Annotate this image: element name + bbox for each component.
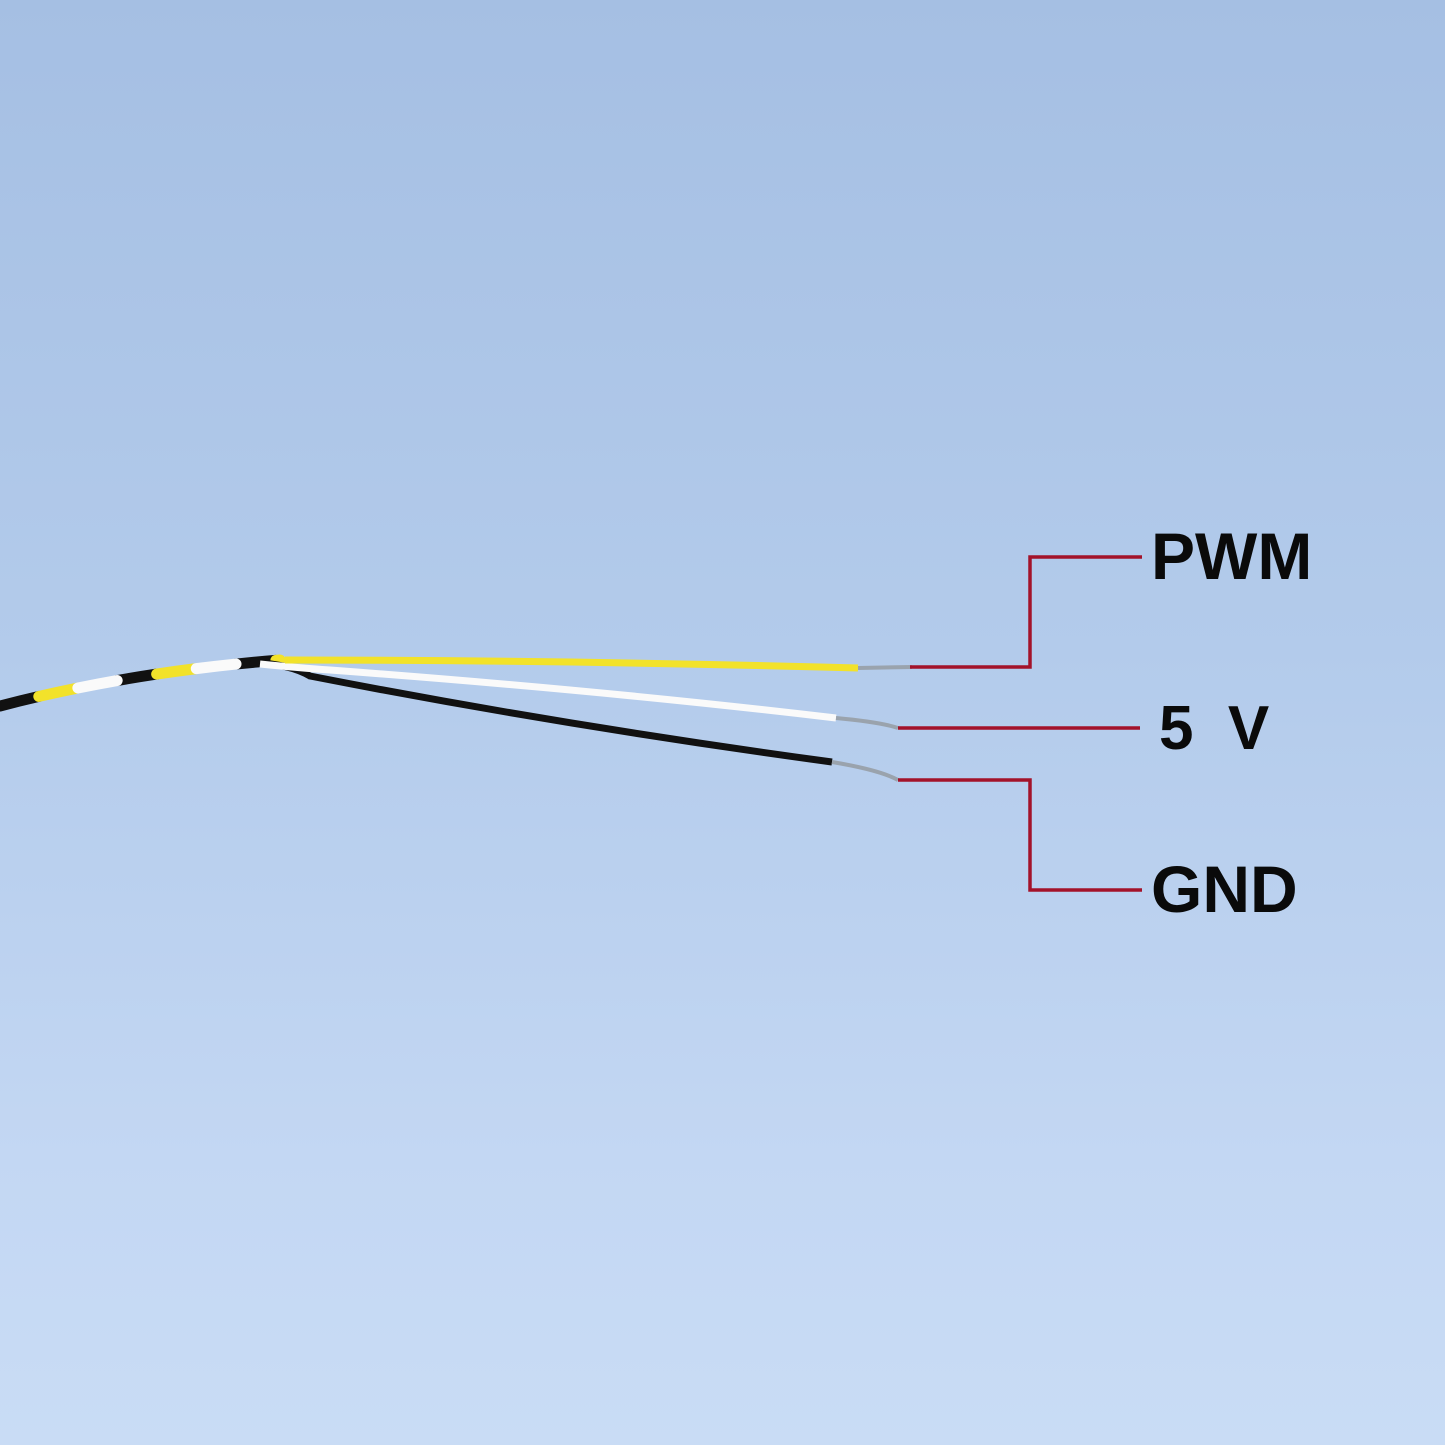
gnd-stripped-tip bbox=[831, 760, 899, 782]
pwm-leader-line bbox=[910, 555, 1142, 669]
pwm-label: PWM bbox=[1151, 519, 1312, 593]
white-wire bbox=[259, 660, 837, 722]
pwm-stripped-tip bbox=[857, 665, 913, 670]
yellow-wire bbox=[284, 656, 859, 672]
black-wire bbox=[249, 658, 833, 766]
twisted-cable bbox=[0, 654, 286, 712]
gnd-leader-line bbox=[898, 778, 1142, 892]
gnd-label: GND bbox=[1151, 852, 1298, 926]
5v-label: 5 V bbox=[1159, 694, 1269, 763]
5v-stripped-tip bbox=[835, 716, 899, 730]
